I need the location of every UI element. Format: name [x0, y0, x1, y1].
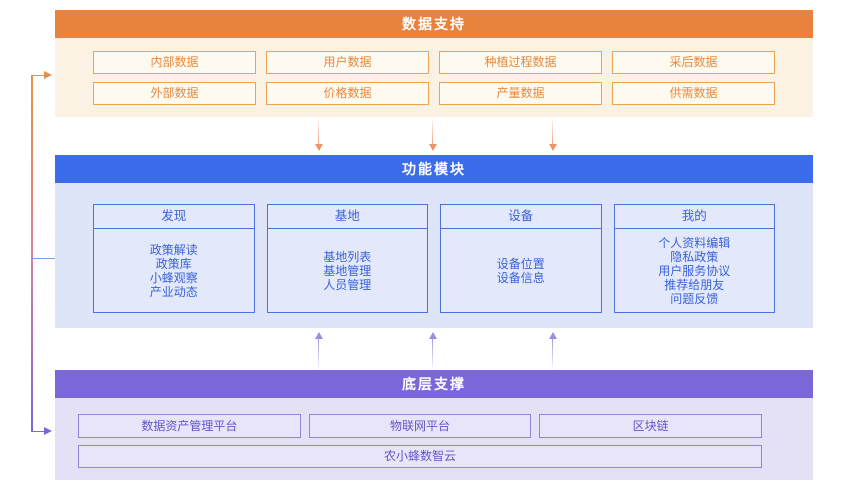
layer-foundation: 底层支撑 数据资产管理平台 物联网平台 区块链 农小蜂数智云	[55, 370, 813, 480]
module-item: 政策解读	[149, 242, 198, 257]
down-arrow-icon	[428, 118, 437, 152]
layer-body: 内部数据 用户数据 种植过程数据 采后数据 外部数据 价格数据 产量数据 供需数…	[55, 38, 813, 117]
data-item-box: 外部数据	[93, 82, 256, 105]
connector-top-segment	[31, 74, 45, 77]
module-item: 产业动态	[149, 284, 198, 299]
data-item-box: 供需数据	[612, 82, 775, 105]
module-row: 发现 政策解读 政策库 小蜂观察 产业动态 基地 基地列表 基地管理 人员管理	[93, 204, 775, 313]
base-platform-row: 农小蜂数智云	[78, 445, 762, 468]
module-column-list: 设备位置 设备信息	[441, 229, 601, 312]
module-item: 隐私政策	[670, 249, 719, 264]
module-column-base: 基地 基地列表 基地管理 人员管理	[266, 204, 428, 313]
module-column-list: 基地列表 基地管理 人员管理	[268, 229, 428, 312]
data-row: 外部数据 价格数据 产量数据 供需数据	[93, 82, 775, 105]
connector-middle-segment	[31, 257, 55, 260]
left-connector-line	[31, 75, 33, 431]
right-arrow-icon	[44, 427, 52, 435]
module-item: 个人资料编辑	[658, 235, 731, 250]
layer-title: 数据支持	[55, 10, 813, 38]
module-item: 推荐给朋友	[664, 277, 725, 292]
module-column-title: 发现	[94, 205, 254, 229]
module-item: 用户服务协议	[658, 263, 731, 278]
module-item: 政策库	[155, 256, 192, 271]
up-arrow-icon	[314, 332, 323, 370]
platform-box: 数据资产管理平台	[78, 414, 301, 438]
module-item: 小蜂观察	[149, 270, 198, 285]
platform-box: 区块链	[539, 414, 763, 438]
base-platform-box: 农小蜂数智云	[78, 445, 762, 468]
module-column-mine: 我的 个人资料编辑 隐私政策 用户服务协议 推荐给朋友 问题反馈	[613, 204, 775, 313]
down-arrow-icon	[314, 118, 323, 152]
module-column-title: 设备	[441, 205, 601, 229]
layer-function-modules: 功能模块 发现 政策解读 政策库 小蜂观察 产业动态 基地 基地列表	[55, 155, 813, 328]
data-item-box: 用户数据	[266, 51, 429, 74]
up-arrow-icon	[428, 332, 437, 370]
layer-data-support: 数据支持 内部数据 用户数据 种植过程数据 采后数据 外部数据 价格数据 产量数…	[55, 10, 813, 117]
module-item: 设备信息	[496, 270, 545, 285]
module-column-device: 设备 设备位置 设备信息	[440, 204, 602, 313]
data-item-box: 价格数据	[266, 82, 429, 105]
module-column-list: 个人资料编辑 隐私政策 用户服务协议 推荐给朋友 问题反馈	[615, 229, 775, 312]
data-item-box: 采后数据	[612, 51, 775, 74]
data-item-box: 内部数据	[93, 51, 256, 74]
platform-box: 物联网平台	[308, 414, 532, 438]
data-item-box: 种植过程数据	[439, 51, 602, 74]
layer-body: 发现 政策解读 政策库 小蜂观察 产业动态 基地 基地列表 基地管理 人员管理	[55, 183, 813, 328]
module-item: 设备位置	[496, 256, 545, 271]
down-arrow-icon	[548, 118, 557, 152]
module-column-discover: 发现 政策解读 政策库 小蜂观察 产业动态	[93, 204, 255, 313]
data-item-box: 产量数据	[439, 82, 602, 105]
module-item: 问题反馈	[670, 291, 719, 306]
module-column-title: 基地	[267, 205, 427, 229]
module-item: 人员管理	[323, 277, 372, 292]
up-arrow-icon	[548, 332, 557, 370]
connector-bottom-segment	[31, 430, 45, 433]
platform-row: 数据资产管理平台 物联网平台 区块链	[78, 414, 763, 438]
data-row: 内部数据 用户数据 种植过程数据 采后数据	[93, 51, 775, 74]
module-item: 基地管理	[323, 263, 372, 278]
layer-body: 数据资产管理平台 物联网平台 区块链 农小蜂数智云	[55, 398, 813, 480]
right-arrow-icon	[44, 71, 52, 79]
module-column-list: 政策解读 政策库 小蜂观察 产业动态	[94, 229, 254, 312]
module-item: 基地列表	[323, 249, 372, 264]
module-column-title: 我的	[614, 205, 774, 229]
layer-title: 底层支撑	[55, 370, 813, 398]
layer-title: 功能模块	[55, 155, 813, 183]
